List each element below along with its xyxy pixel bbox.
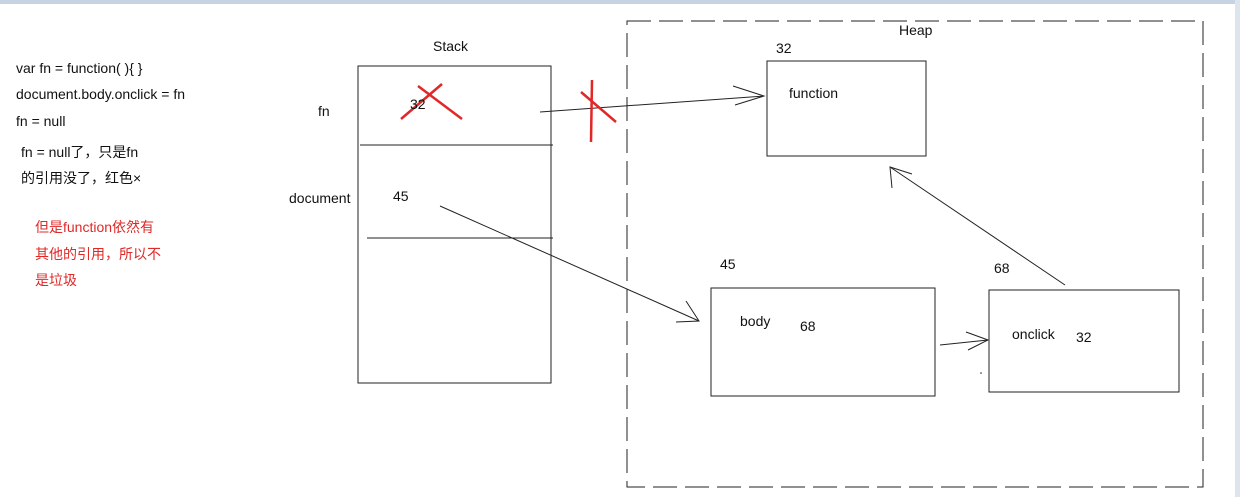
stack-document-label: document — [289, 190, 351, 206]
note-line-2: 的引用没了，红色× — [21, 170, 142, 186]
function-label: function — [789, 85, 839, 101]
note-line-1: fn = null了，只是fn — [21, 144, 139, 160]
window-right-edge — [1235, 0, 1240, 497]
fn-reference-arrow — [539, 85, 766, 113]
stack-box — [357, 65, 552, 384]
onclick-label: onclick — [1012, 326, 1055, 342]
body-onclick-arrow — [939, 331, 990, 374]
onclick-function-arrow — [889, 166, 1066, 286]
cross-mark-reference — [580, 79, 617, 143]
onclick-object-box — [988, 289, 1180, 393]
body-address: 45 — [720, 256, 736, 272]
heap-region — [626, 20, 1204, 488]
code-line-3: fn = null — [16, 113, 66, 129]
red-note-line-1: 但是function依然有 — [35, 219, 155, 235]
window-top-bar — [0, 0, 1240, 4]
onclick-value: 32 — [1076, 329, 1092, 345]
code-line-2: document.body.onclick = fn — [16, 86, 186, 102]
body-object-box — [710, 287, 936, 397]
code-line-1: var fn = function( ){ } — [16, 60, 143, 76]
red-note-line-3: 是垃圾 — [35, 272, 77, 288]
cross-mark-stack — [400, 83, 463, 120]
stack-fn-value: 32 — [410, 96, 426, 112]
red-note-line-2: 其他的引用，所以不 — [35, 246, 161, 262]
stack-title: Stack — [433, 38, 469, 54]
body-label: body — [740, 313, 771, 329]
function-object-box — [766, 60, 927, 157]
body-value: 68 — [800, 318, 816, 334]
document-reference-arrow — [439, 205, 700, 323]
stack-document-value: 45 — [393, 188, 409, 204]
function-address: 32 — [776, 40, 792, 56]
onclick-address: 68 — [994, 260, 1010, 276]
stack-fn-label: fn — [318, 103, 330, 119]
heap-title: Heap — [899, 22, 933, 38]
